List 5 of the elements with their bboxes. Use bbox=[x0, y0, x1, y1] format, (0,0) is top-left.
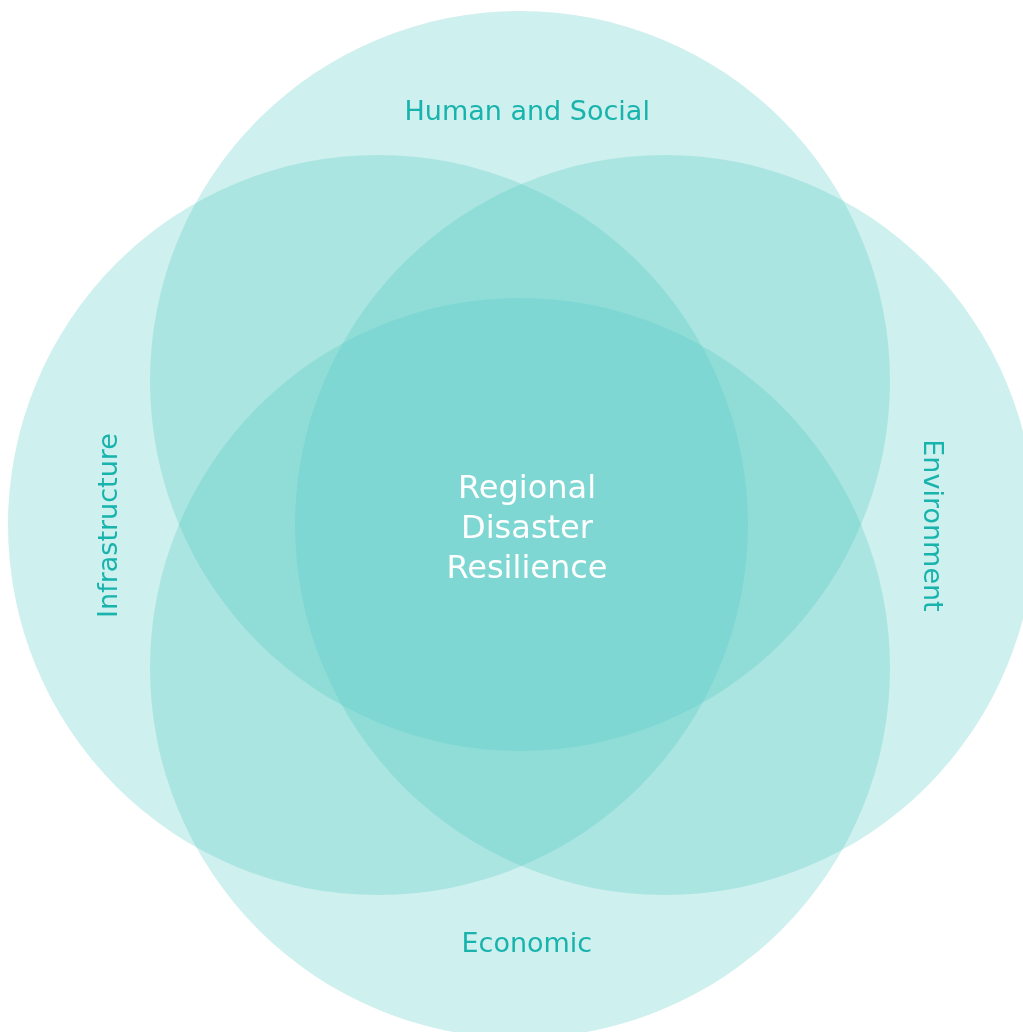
circle-label: Environment bbox=[919, 438, 947, 612]
circle-label: Infrastructure bbox=[93, 432, 121, 618]
center-label: Regional Disaster Resilience bbox=[445, 467, 609, 587]
circle-label: Economic bbox=[461, 928, 593, 956]
circle-label: Human and Social bbox=[404, 96, 650, 124]
